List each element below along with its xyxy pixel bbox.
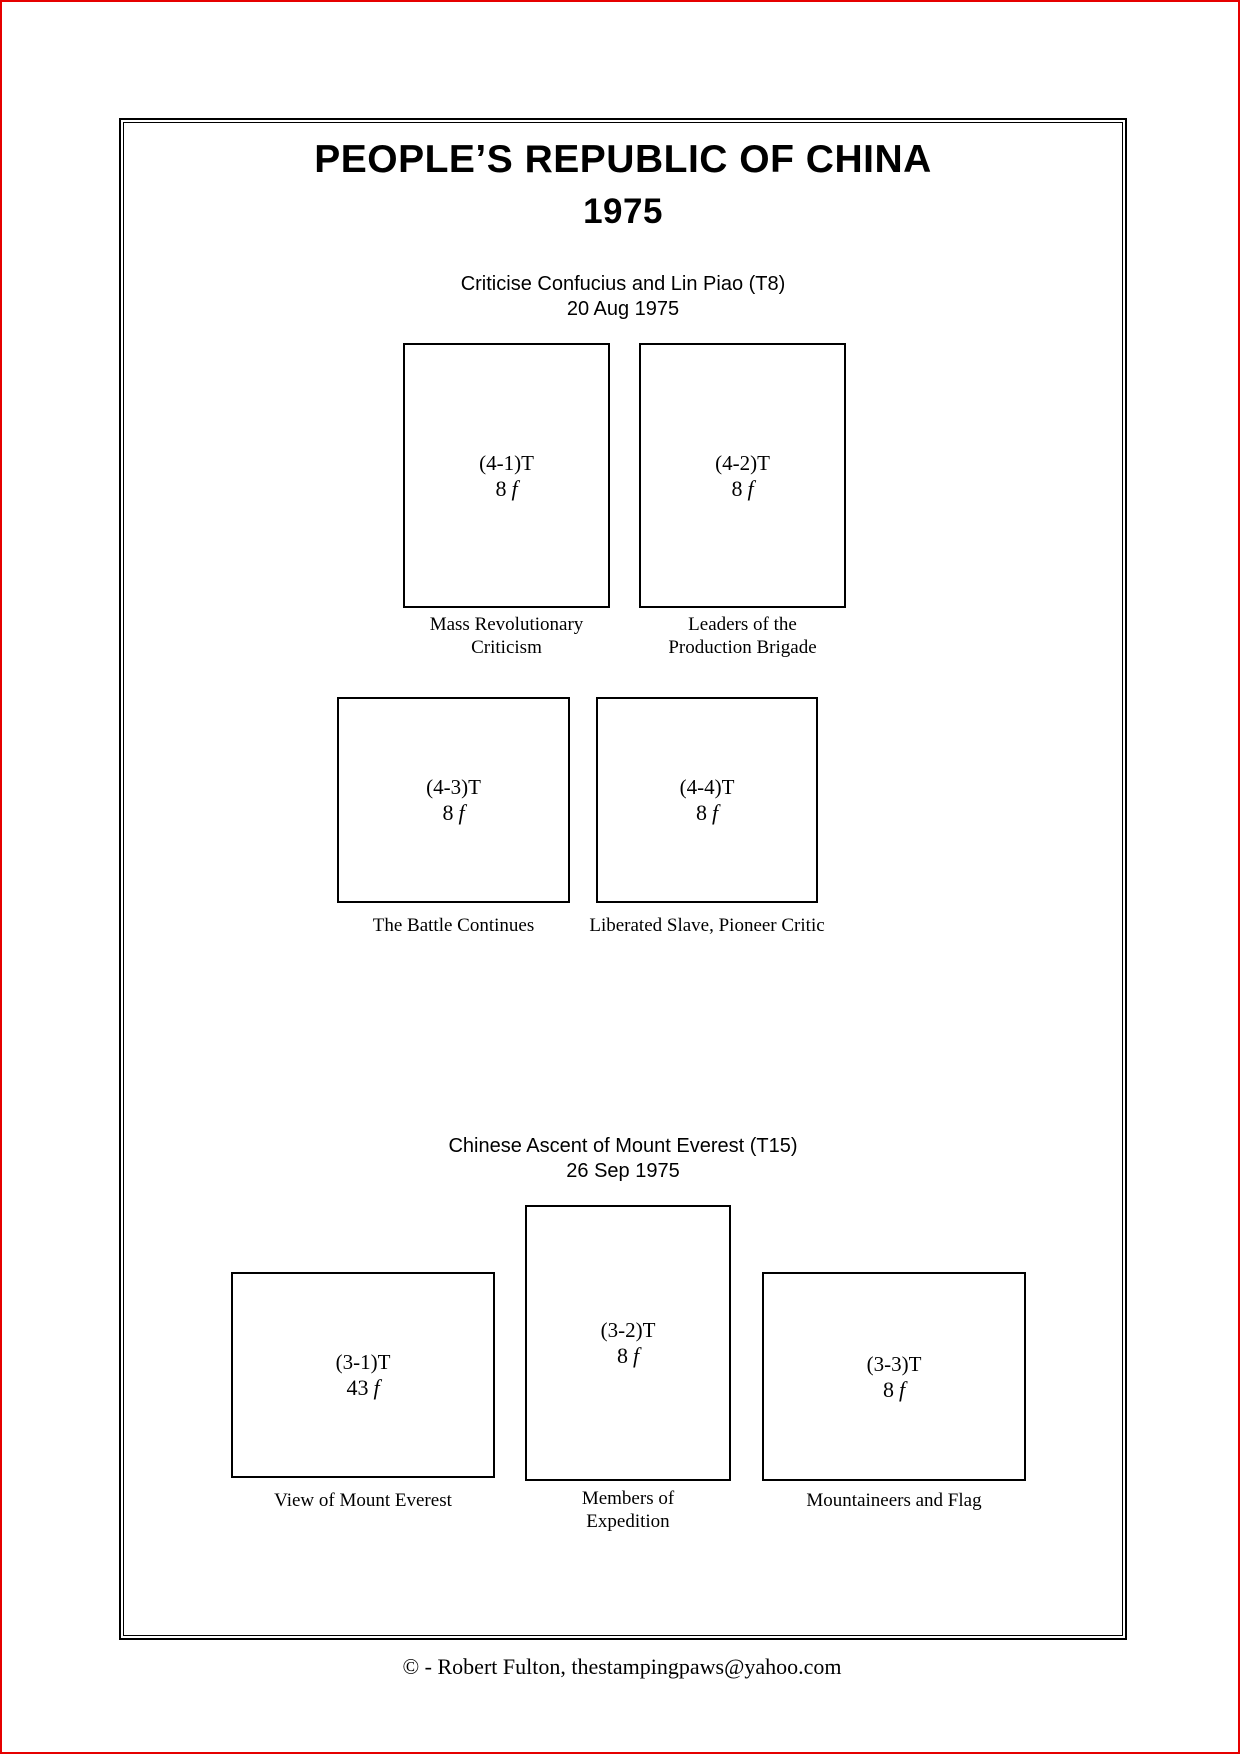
stamp-caption-4-1: Mass Revolutionary Criticism xyxy=(429,614,584,658)
page-year: 1975 xyxy=(583,192,663,231)
stamp-caption-3-1: View of Mount Everest xyxy=(274,1490,452,1511)
stamp-caption-3-2: Members of Expedition xyxy=(581,1488,675,1532)
stamp-value: 8 xyxy=(442,800,454,825)
stamp-caption-4-3: The Battle Continues xyxy=(372,915,535,936)
stamp-value: 43 xyxy=(346,1375,369,1400)
stamp-code: (4-3)T xyxy=(426,775,481,799)
section1-heading: Criticise Confucius and Lin Piao (T8) xyxy=(460,273,786,295)
page-title: PEOPLE’S REPUBLIC OF CHINA xyxy=(314,138,932,181)
stamp-code: (3-2)T xyxy=(600,1318,656,1342)
stamp-value: 8 xyxy=(695,800,707,825)
stamp-code: (3-1)T xyxy=(335,1350,391,1374)
stamp-code: (4-2)T xyxy=(715,450,770,475)
stamp-value: 8 xyxy=(882,1376,894,1402)
stamp-unit: f xyxy=(632,1343,640,1368)
stamp-unit: f xyxy=(458,800,465,825)
section2-heading: Chinese Ascent of Mount Everest (T15) xyxy=(448,1135,798,1157)
stamp-caption-4-4: Liberated Slave, Pioneer Critic xyxy=(589,915,825,936)
stamp-unit: f xyxy=(511,475,518,501)
stamp-caption-4-2: Leaders of the Production Brigade xyxy=(668,614,817,658)
stamp-code: (4-4)T xyxy=(679,775,735,799)
stamp-unit: f xyxy=(747,475,754,501)
stamp-value: 8 xyxy=(495,475,507,501)
stamp-unit: f xyxy=(711,800,719,825)
section2-date: 26 Sep 1975 xyxy=(566,1160,680,1182)
page-frame-inner-rule xyxy=(123,122,1123,1636)
stamp-caption-3-3: Mountaineers and Flag xyxy=(806,1490,982,1511)
stamp-code: (4-1)T xyxy=(479,450,534,475)
stamp-value: 8 xyxy=(731,475,743,501)
section1-date: 20 Aug 1975 xyxy=(566,298,680,320)
stamp-value: 8 xyxy=(616,1343,628,1368)
stamp-unit: f xyxy=(898,1376,906,1402)
page-frame xyxy=(119,118,1127,1640)
stamp-code: (3-3)T xyxy=(866,1351,922,1376)
copyright-footer: © - Robert Fulton, thestampingpaws@yahoo… xyxy=(402,1654,842,1679)
stamp-unit: f xyxy=(373,1375,380,1400)
